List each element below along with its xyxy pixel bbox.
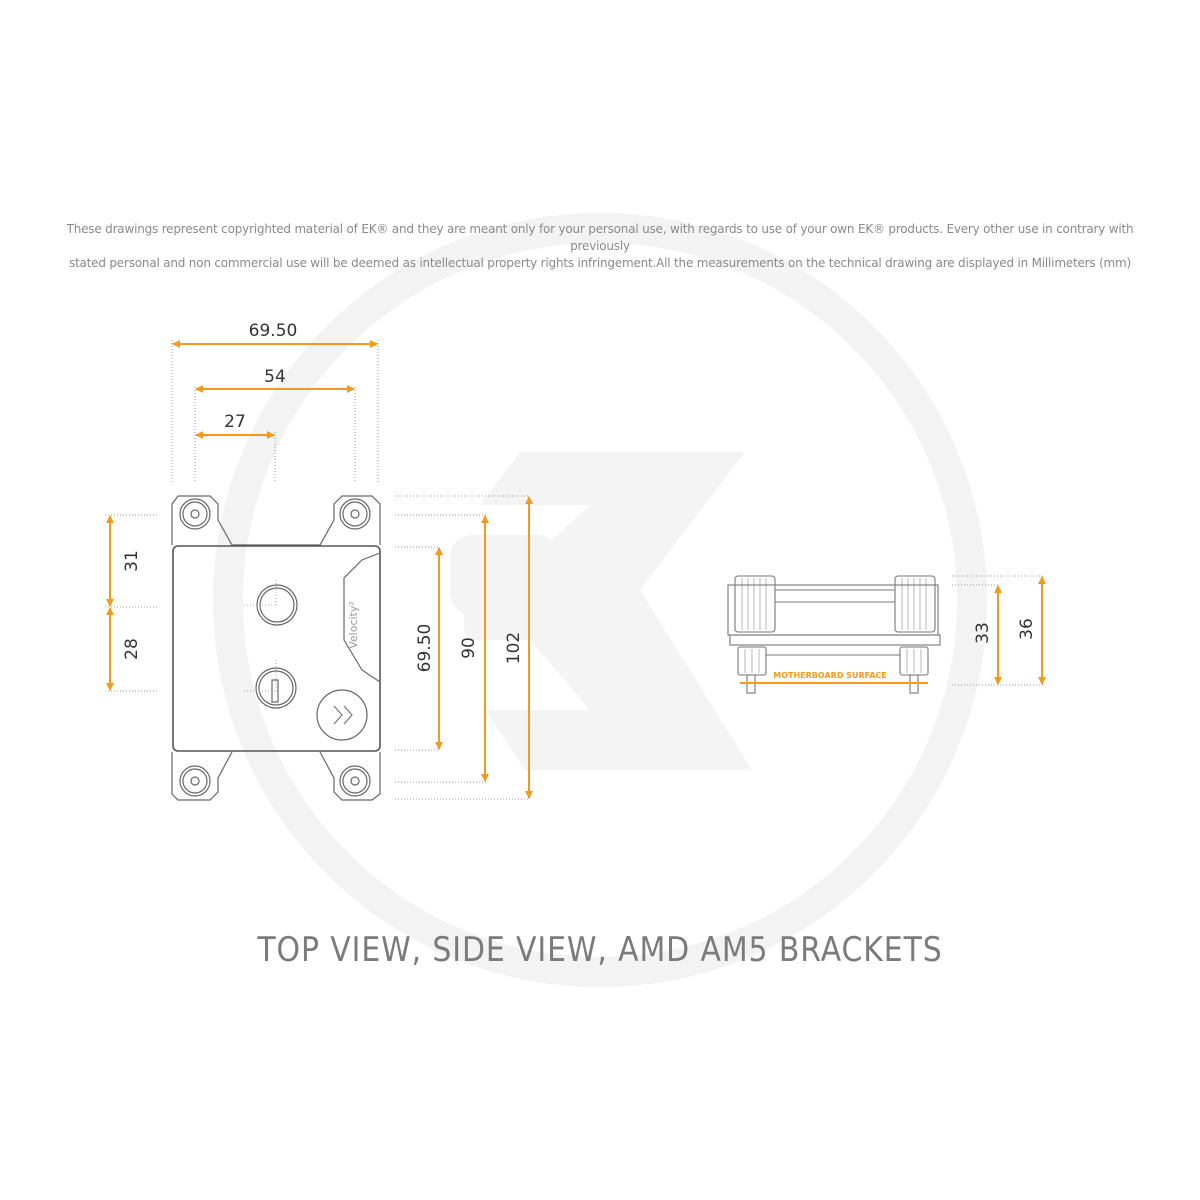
copyright-disclaimer: These drawings represent copyrighted mat… <box>40 221 1160 272</box>
dim-overall-height: 102 <box>504 632 524 664</box>
dim-body-height: 69.50 <box>415 624 435 673</box>
dim-upper-left: 31 <box>122 550 142 572</box>
product-label: Velocity² <box>347 601 360 649</box>
dim-lower-left: 28 <box>122 638 142 660</box>
disclaimer-line-2: stated personal and non commercial use w… <box>68 256 1132 270</box>
drawing-caption: TOP VIEW, SIDE VIEW, AMD AM5 BRACKETS <box>257 930 943 970</box>
top-view: 69.50 54 27 31 28 69.50 90 102 <box>105 321 533 801</box>
dim-hole-spacing-width: 54 <box>264 367 286 387</box>
dim-side-outer: 36 <box>1017 618 1037 640</box>
dim-hole-spacing-height: 90 <box>459 637 479 659</box>
motherboard-surface-label: MOTHERBOARD SURFACE <box>773 671 887 680</box>
disclaimer-line-1: These drawings represent copyrighted mat… <box>66 222 1134 253</box>
ek-watermark-icon <box>213 213 987 987</box>
side-view: MOTHERBOARD SURFACE 33 36 <box>727 575 1046 694</box>
dim-side-inner: 33 <box>973 622 993 644</box>
dim-half-spacing: 27 <box>224 412 246 432</box>
dim-overall-width: 69.50 <box>249 321 298 341</box>
